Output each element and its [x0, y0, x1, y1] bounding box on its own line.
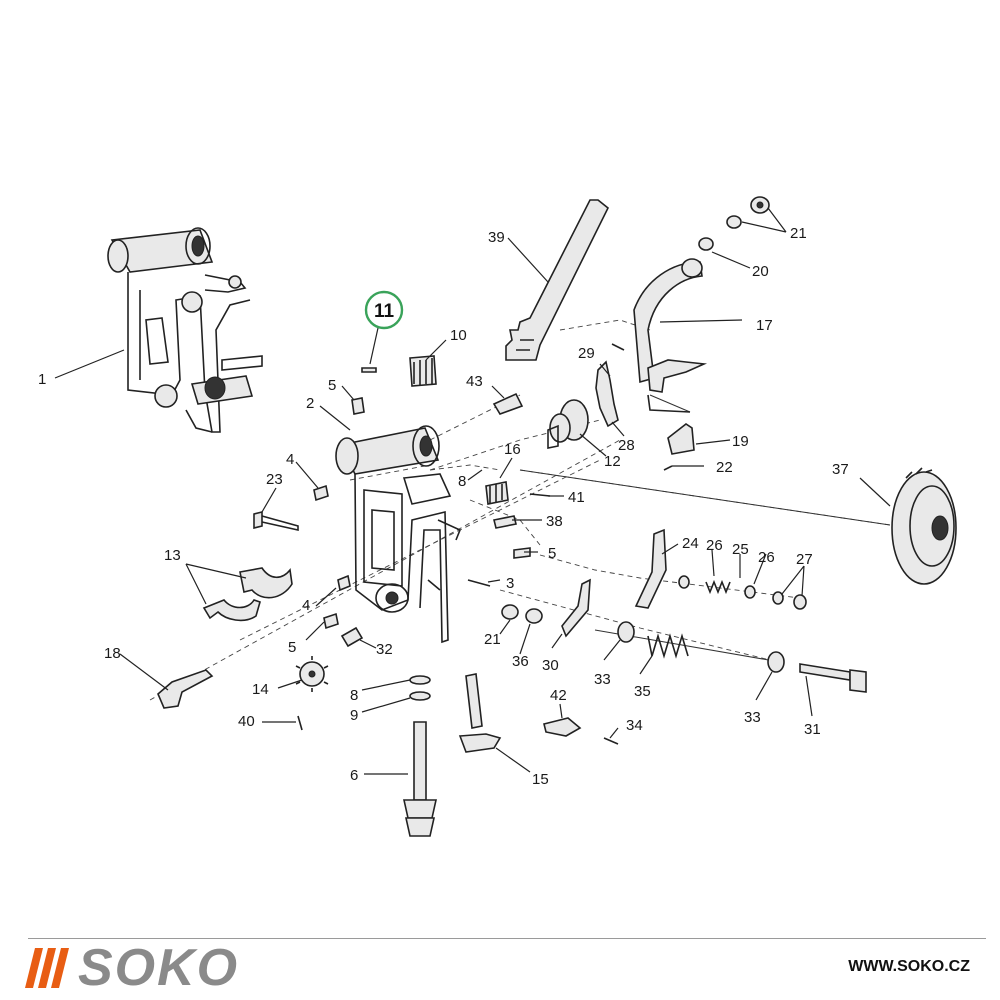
part-label-35: 35 [634, 683, 651, 700]
part-19-bracket [663, 423, 695, 471]
part-42-link [543, 717, 582, 737]
part-label-40: 40 [238, 713, 255, 730]
part-43-coupler [492, 392, 524, 415]
part-label-41: 41 [568, 489, 585, 506]
part-14-star-wheel [295, 656, 329, 692]
part-2-main-housing [335, 425, 462, 644]
part-37-clutch-disc [891, 467, 957, 585]
part-label-39: 39 [488, 229, 505, 246]
part-26-27-washers [678, 575, 807, 610]
part-label-24: 24 [682, 535, 699, 552]
part-10-gear [409, 355, 437, 387]
part-label-38: 38 [546, 513, 563, 530]
part-label-6: 6 [350, 767, 358, 784]
part-label-32: 32 [376, 641, 393, 658]
part-25-spring [705, 579, 731, 595]
part-label-27: 27 [796, 551, 813, 568]
part-label-28: 28 [618, 437, 635, 454]
highlight-label: 11 [374, 301, 395, 322]
part-label-12: 12 [604, 453, 621, 470]
part-39-rack [505, 199, 610, 361]
part-label-20: 20 [752, 263, 769, 280]
part-label-26-right: 26 [758, 549, 775, 566]
part-label-21-lower: 21 [484, 631, 501, 648]
part-35-spring [647, 633, 689, 659]
part-label-2: 2 [306, 395, 314, 412]
part-label-25: 25 [732, 541, 749, 558]
leader-lines [54, 207, 891, 775]
part-16-gear [485, 481, 509, 505]
footer-divider [28, 938, 986, 939]
part-label-13: 13 [164, 547, 181, 564]
part-1-assembled-housing [107, 227, 263, 433]
part-label-22: 22 [716, 459, 733, 476]
part-label-18: 18 [104, 645, 121, 662]
part-label-16: 16 [504, 441, 521, 458]
part-label-17: 17 [756, 317, 773, 334]
part-8-9-washers [409, 675, 431, 701]
highlight-circle [364, 290, 404, 330]
brand-logo[interactable]: SOKO [25, 939, 240, 997]
part-24-lever [634, 528, 667, 609]
part-label-8-lower: 8 [350, 687, 358, 704]
part-label-9: 9 [350, 707, 358, 724]
part-label-5-lower: 5 [288, 639, 296, 656]
part-3-pin [467, 579, 491, 587]
part-label-15: 15 [532, 771, 549, 788]
part-30-lever [561, 578, 591, 638]
part-label-4-lower: 4 [302, 597, 310, 614]
part-4-screws [313, 484, 351, 592]
part-label-4-upper: 4 [286, 451, 294, 468]
part-38-plate [493, 515, 517, 529]
part-label-19: 19 [732, 433, 749, 450]
part-17-lever-arm [633, 258, 708, 413]
website-url[interactable]: WWW.SOKO.CZ [848, 958, 970, 975]
part-12-gear-shaft [547, 399, 589, 449]
part-31-bolt [799, 663, 867, 693]
part-5-screws [323, 397, 531, 630]
part-label-30: 30 [542, 657, 559, 674]
part-18-shaft [157, 669, 214, 709]
part-label-33-left: 33 [594, 671, 611, 688]
part-20-21-nuts [698, 196, 770, 251]
highlight-part-11: 11 [364, 290, 404, 330]
part-21-36-nuts [501, 604, 543, 624]
part-6-worm-shaft [403, 721, 437, 837]
part-label-1: 1 [38, 371, 46, 388]
part-number-labels: 1 2 3 4 4 5 5 5 6 8 8 9 10 12 13 14 15 1… [38, 225, 849, 788]
assembly-axes [149, 319, 891, 701]
part-label-3: 3 [506, 575, 514, 592]
part-label-10: 10 [450, 327, 467, 344]
part-label-34: 34 [626, 717, 643, 734]
part-label-5-right: 5 [548, 545, 556, 562]
brand-name: SOKO [78, 939, 240, 997]
part-label-8-upper: 8 [458, 473, 466, 490]
part-label-14: 14 [252, 681, 269, 698]
part-40-pin [297, 715, 303, 731]
part-label-5-upper: 5 [328, 377, 336, 394]
part-11-pin [361, 367, 377, 373]
part-23-bolt [253, 510, 299, 531]
part-label-43: 43 [466, 373, 483, 390]
exploded-parts-diagram: 1 2 3 4 4 5 5 5 6 8 8 9 10 12 13 14 15 1… [38, 196, 957, 837]
part-33-washers [617, 621, 785, 673]
part-34-pin [603, 737, 619, 745]
part-label-23: 23 [266, 471, 283, 488]
part-label-31: 31 [804, 721, 821, 738]
brand-stripes-icon [25, 948, 69, 988]
part-label-33-right: 33 [744, 709, 761, 726]
part-28-cam-lever [595, 343, 625, 428]
part-label-37: 37 [832, 461, 849, 478]
part-label-36: 36 [512, 653, 529, 670]
part-label-21-upper: 21 [790, 225, 807, 242]
part-label-26-left: 26 [706, 537, 723, 554]
part-41-pin [529, 493, 551, 497]
part-32-sleeve [340, 626, 364, 648]
part-15-fork [458, 673, 502, 753]
part-13-half-shells [202, 567, 293, 622]
part-label-42: 42 [550, 687, 567, 704]
part-label-29: 29 [578, 345, 595, 362]
